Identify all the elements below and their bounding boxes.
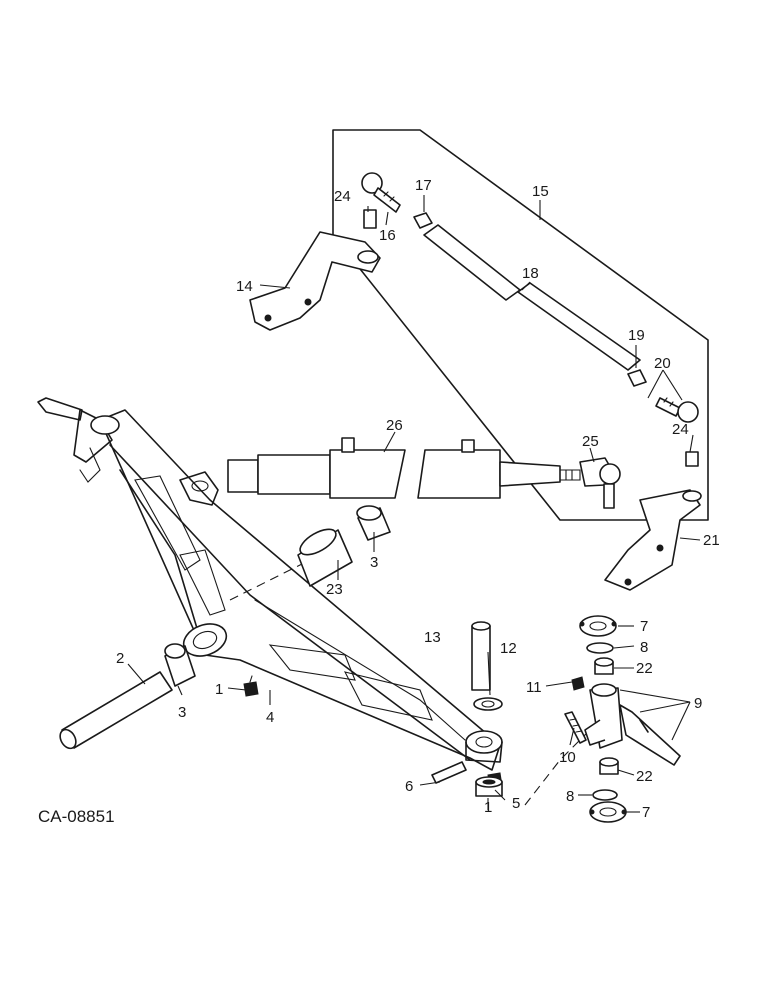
callout-1: 1: [215, 681, 223, 698]
callout-23: 23: [326, 581, 343, 598]
cylinder-rod-end: [579, 457, 621, 509]
callout-6: 6: [405, 778, 413, 795]
front-axle-beam: [37, 397, 503, 771]
fitting-11: [571, 676, 585, 691]
callout-15: 15: [532, 183, 549, 200]
pivot-pin: [59, 671, 173, 750]
callout-3-left: 3: [178, 704, 186, 721]
thrust-washer: [473, 697, 503, 711]
callout-labels: 24 16 17 15 14 18 19 20 24 26 25 21 3 23…: [116, 177, 720, 821]
callout-22-top: 22: [636, 660, 653, 677]
callout-22-bottom: 22: [636, 768, 653, 785]
callout-18: 18: [522, 265, 539, 282]
callout-26: 26: [386, 417, 403, 434]
shim-bottom: [592, 789, 618, 801]
steering-knuckle: [584, 683, 681, 766]
steering-arm-left: [249, 231, 381, 331]
callout-10: 10: [559, 749, 576, 766]
king-pin: [471, 621, 491, 691]
callout-13: 13: [424, 629, 441, 646]
tie-rod-end-upper: [361, 172, 401, 229]
callout-24-lower: 24: [672, 421, 689, 438]
grease-fitting: [243, 675, 259, 697]
callout-2: 2: [116, 650, 124, 667]
callout-7-bottom: 7: [642, 804, 650, 821]
bushing-22-bottom: [599, 757, 619, 775]
callout-16: 16: [379, 227, 396, 244]
callout-7-top: 7: [640, 618, 648, 635]
tie-rod-end-lower: [655, 397, 699, 467]
jam-nut-17: [413, 212, 433, 229]
shim-top: [586, 642, 614, 654]
callout-4: 4: [266, 709, 274, 726]
callout-9: 9: [694, 695, 702, 712]
callout-12: 12: [500, 640, 517, 657]
callout-25: 25: [582, 433, 599, 450]
drawing-code: CA-08851: [38, 807, 115, 826]
bushing-right: [356, 505, 391, 541]
bushing-22-top: [594, 657, 614, 675]
callout-14: 14: [236, 278, 253, 295]
steering-cylinder: [227, 437, 581, 499]
callout-1-lower: 1: [484, 799, 492, 816]
steering-arm-right: [604, 489, 702, 591]
cap-bottom: [589, 801, 627, 823]
leaders: [127, 195, 701, 813]
callout-8-top: 8: [640, 639, 648, 656]
bolt-10: [564, 711, 587, 744]
roll-pin: [431, 761, 467, 784]
callout-24: 24: [334, 188, 351, 205]
cap-top: [579, 615, 617, 637]
jam-nut-19: [627, 369, 647, 387]
callout-3-right: 3: [370, 554, 378, 571]
tube-18: [423, 224, 641, 371]
callout-5: 5: [512, 795, 520, 812]
callout-19: 19: [628, 327, 645, 344]
callout-17: 17: [415, 177, 432, 194]
callout-21: 21: [703, 532, 720, 549]
callout-8-bottom: 8: [566, 788, 574, 805]
thrust-bearing: [475, 776, 503, 797]
bushing-23: [297, 528, 353, 587]
callout-20: 20: [654, 355, 671, 372]
bushing-left: [164, 643, 196, 687]
callout-11: 11: [526, 679, 542, 696]
